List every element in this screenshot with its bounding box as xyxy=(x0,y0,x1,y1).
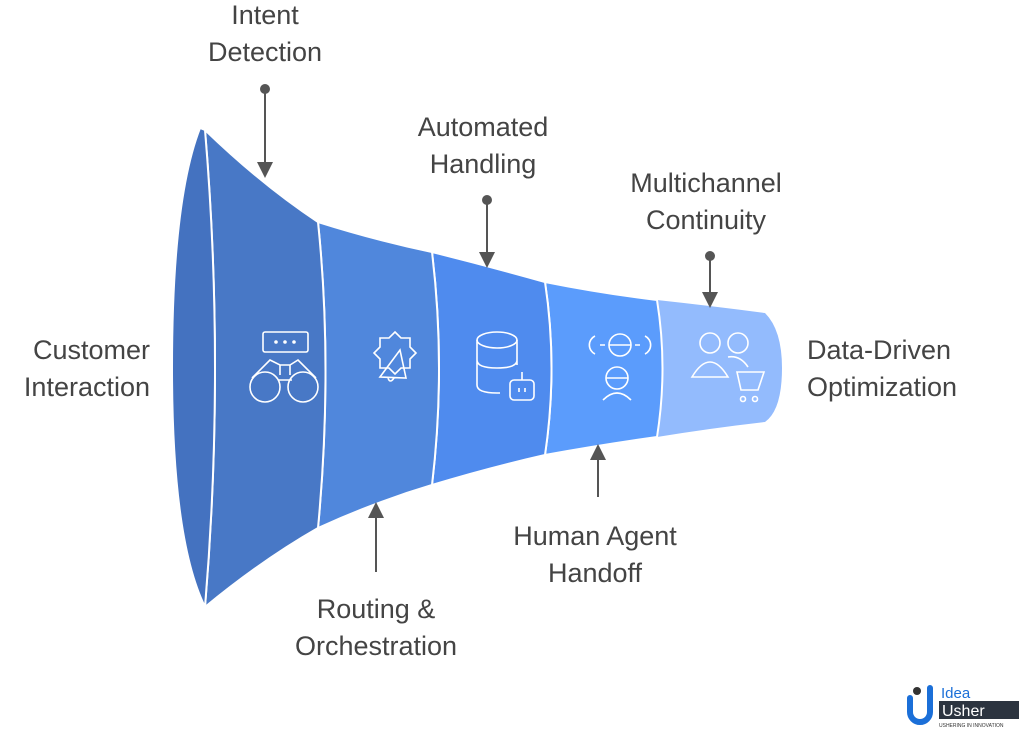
svg-text:Usher: Usher xyxy=(942,703,985,720)
funnel-segment-2 xyxy=(316,220,440,530)
svg-text:Idea: Idea xyxy=(941,685,971,702)
funnel-segment-5 xyxy=(657,300,782,437)
gear-megaphone-icon xyxy=(372,330,418,382)
funnel-mouth xyxy=(170,126,216,611)
team-network-icon xyxy=(588,333,652,401)
database-bot-icon xyxy=(476,331,535,401)
binoculars-chat-icon xyxy=(249,331,319,403)
users-cart-icon xyxy=(690,332,766,403)
funnel-segment-4 xyxy=(543,280,664,457)
svg-text:USHERING IN INNOVATION: USHERING IN INNOVATION xyxy=(939,723,1004,728)
idea-usher-logo: Idea Usher USHERING IN INNOVATION xyxy=(905,684,1020,728)
label-routing-orchestration: Routing &Orchestration xyxy=(294,594,458,661)
